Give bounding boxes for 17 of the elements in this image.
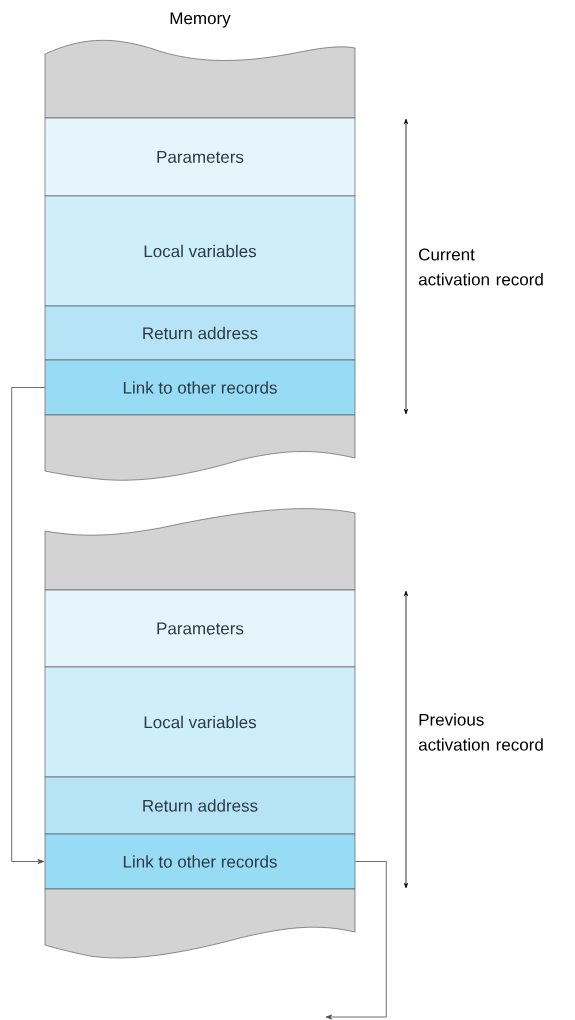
memory-band: Link to other records xyxy=(44,833,356,890)
memory-segment xyxy=(44,888,356,959)
memory-segment xyxy=(44,40,356,119)
title: Memory xyxy=(170,12,231,28)
memory-band: Link to other records xyxy=(44,359,356,416)
connector-arrow xyxy=(11,387,46,864)
memory-band: Return address xyxy=(44,776,356,835)
memory-segment xyxy=(44,414,356,481)
memory-segment xyxy=(44,508,356,591)
memory-band: Local variables xyxy=(44,666,356,778)
memory-band: Parameters xyxy=(44,117,356,197)
memory-band: Parameters xyxy=(44,589,356,668)
span-label: Previous activation record xyxy=(418,713,543,751)
span-label: Current activation record xyxy=(418,248,543,286)
memory-band: Return address xyxy=(44,305,356,361)
connector-arrow xyxy=(325,861,387,1020)
memory-band: Local variables xyxy=(44,195,356,307)
